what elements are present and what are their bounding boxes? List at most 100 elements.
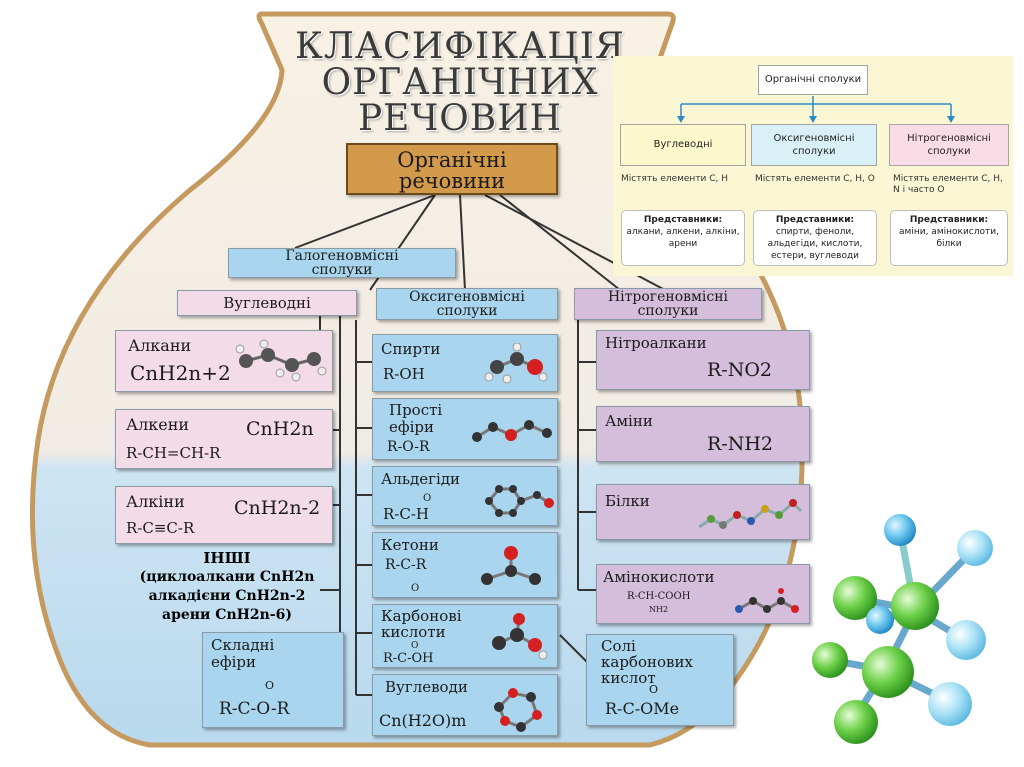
proteins-name: Білки: [605, 492, 650, 510]
acids-o-mark: O: [411, 641, 419, 651]
acids-line-1: Карбонові: [381, 607, 462, 625]
summary-panel: Органічні сполуки Вуглеводні Оксигеновмі…: [613, 56, 1013, 276]
title-line-2: ОРГАНІЧНИХ: [321, 62, 599, 103]
summary-col2-rep-label: Представники:: [775, 215, 855, 225]
alcohols-node: Спирти R-OH: [372, 334, 558, 392]
salts-node: Солі карбонових кислот O R-C-OMe: [586, 634, 734, 726]
nitrogen-label-2: сполуки: [637, 303, 699, 319]
title-line-3: РЕЧОВИН: [357, 98, 563, 139]
molecule-atoms: [812, 514, 993, 744]
carbohydrates-name: Вуглеводи: [385, 678, 468, 696]
oxygen-label-1: Оксигеновмісні: [409, 289, 525, 305]
alkynes-structure: R-C≡C-R: [126, 519, 195, 537]
carbohydrate-molecule-icon: [494, 688, 542, 732]
salts-structure: R-C-OMe: [605, 699, 680, 718]
amines-structure: R-NH2: [707, 433, 774, 455]
nitrogen-label-1: Нітрогеновмісні: [607, 289, 729, 305]
alkynes-formula: CnH2n-2: [234, 497, 321, 519]
summary-col3-title: Нітрогеновмісні сполуки: [889, 124, 1009, 166]
others-line-1: ІНШІ: [203, 549, 251, 567]
salts-line-3: кислот: [601, 669, 656, 687]
nitroalkanes-name: Нітроалкани: [605, 334, 707, 352]
protein-molecule-icon: [698, 499, 803, 529]
salts-line-2: карбонових: [601, 653, 693, 671]
aminoacids-sub: NH2: [649, 605, 669, 614]
summary-col2-contains: Містять елементи С, Н, О: [755, 174, 875, 184]
alkanes-name: Алкани: [128, 336, 192, 355]
alkynes-node: Алкіни CnH2n-2 R-C≡C-R: [115, 486, 333, 544]
ethers-node: Прості ефіри R-O-R: [372, 398, 558, 460]
summary-col1-rep-label: Представники:: [643, 215, 723, 225]
halogen-label-1: Галогеновмісні: [285, 248, 399, 264]
carbohydrates-node: Вуглеводи Cn(H2O)m: [372, 674, 558, 736]
others-line-4: арени CnH2n-6): [162, 607, 292, 623]
amines-name: Аміни: [605, 412, 653, 430]
oxygen-label-2: сполуки: [436, 303, 498, 319]
esters-node: Складні ефіри O R-C-O-R: [202, 632, 344, 728]
alcohol-molecule-icon: [484, 343, 548, 384]
aldehyde-molecule-icon: [485, 485, 554, 517]
summary-connectors: [677, 96, 955, 123]
summary-col1-representatives: Представники: алкани, алкени, алкіни, ар…: [621, 210, 745, 266]
alkanes-formula: CnH2n+2: [130, 361, 231, 385]
esters-structure: R-C-O-R: [219, 699, 290, 719]
aminoacids-node: Амінокислоти R-CH-COOH NH2: [596, 564, 810, 624]
nitroalkanes-structure: R-NO2: [707, 359, 773, 381]
ethers-line-1: Прості: [389, 401, 443, 419]
root-node: Органічні речовини: [346, 143, 558, 195]
aldehydes-o-mark: O: [423, 493, 432, 504]
alcohols-structure: R-OH: [383, 365, 425, 383]
summary-col1-contains: Містять елементи С, Н: [621, 174, 729, 184]
ethers-line-2: ефіри: [389, 418, 435, 436]
summary-root: Органічні сполуки: [758, 65, 868, 95]
proteins-node: Білки: [596, 484, 810, 540]
alkenes-name: Алкени: [126, 415, 190, 434]
esters-line-1: Складні: [211, 636, 275, 654]
carbohydrates-structure: Cn(H2O)m: [379, 711, 467, 730]
summary-col3-contains: Містять елементи С, Н, N і часто О: [893, 174, 1003, 195]
title-line-1: КЛАСИФІКАЦІЯ: [294, 26, 626, 67]
ethers-structure: R-O-R: [387, 439, 430, 455]
acid-molecule-icon: [492, 613, 548, 660]
aldehydes-name: Альдегіди: [381, 470, 461, 488]
oxygen-node: Оксигеновмісні сполуки: [376, 288, 558, 320]
root-label-1: Органічні: [397, 148, 507, 172]
nitrogen-node: Нітрогеновмісні сполуки: [574, 288, 762, 320]
ketones-node: Кетони R-C-R O: [372, 532, 558, 598]
summary-col1-title: Вуглеводні: [620, 124, 746, 166]
alkenes-node: Алкени CnH2n R-CH=CH-R: [115, 409, 333, 469]
ether-molecule-icon: [472, 420, 552, 442]
ketones-o-mark: O: [411, 583, 420, 594]
alcohols-name: Спирти: [381, 340, 441, 358]
summary-col3-rep-label: Представники:: [909, 215, 989, 225]
others-line-3: алкадієни CnH2n-2: [148, 588, 306, 604]
aminoacids-structure: R-CH-COOH: [627, 591, 691, 602]
summary-col2-representatives: Представники: спирти, феноли, альдегіди,…: [753, 210, 877, 266]
acids-line-2: кислоти: [381, 623, 446, 641]
summary-col2-rep-text: спирти, феноли, альдегіди, кислоти, есте…: [767, 227, 863, 261]
others-line-2: (циклоалкани CnH2n: [139, 569, 315, 585]
ketones-structure: R-C-R: [385, 557, 427, 573]
aldehydes-node: Альдегіди O R-C-H: [372, 466, 558, 526]
alkane-molecule-icon: [235, 339, 327, 382]
halogen-node: Галогеновмісні сполуки: [228, 248, 456, 278]
halogen-label-2: сполуки: [311, 262, 373, 278]
aminoacids-name: Амінокислоти: [603, 568, 715, 586]
summary-col2-title: Оксигеновмісні сполуки: [751, 124, 877, 166]
alkenes-formula: CnH2n: [246, 418, 314, 440]
hydrocarbons-node: Вуглеводні: [177, 290, 357, 316]
others-text: ІНШІ (циклоалкани CnH2n алкадієни CnH2n-…: [112, 550, 342, 628]
summary-col3-representatives: Представники: аміни, амінокислоти, білки: [890, 210, 1008, 266]
nitroalkanes-node: Нітроалкани R-NO2: [596, 330, 810, 390]
summary-col3-rep-text: аміни, амінокислоти, білки: [899, 227, 999, 249]
acids-structure: R-C-OH: [383, 651, 434, 666]
aldehydes-structure: R-C-H: [383, 505, 429, 523]
amines-node: Аміни R-NH2: [596, 406, 810, 462]
acids-node: Карбонові кислоти O R-C-OH: [372, 604, 558, 668]
root-label-2: речовини: [398, 169, 506, 193]
diagram-title: КЛАСИФІКАЦІЯ ОРГАНІЧНИХ РЕЧОВИН: [275, 26, 645, 139]
aminoacid-molecule-icon: [735, 588, 799, 613]
ketones-name: Кетони: [381, 536, 439, 554]
esters-o-mark: O: [265, 679, 275, 692]
salts-line-1: Солі: [601, 637, 636, 655]
